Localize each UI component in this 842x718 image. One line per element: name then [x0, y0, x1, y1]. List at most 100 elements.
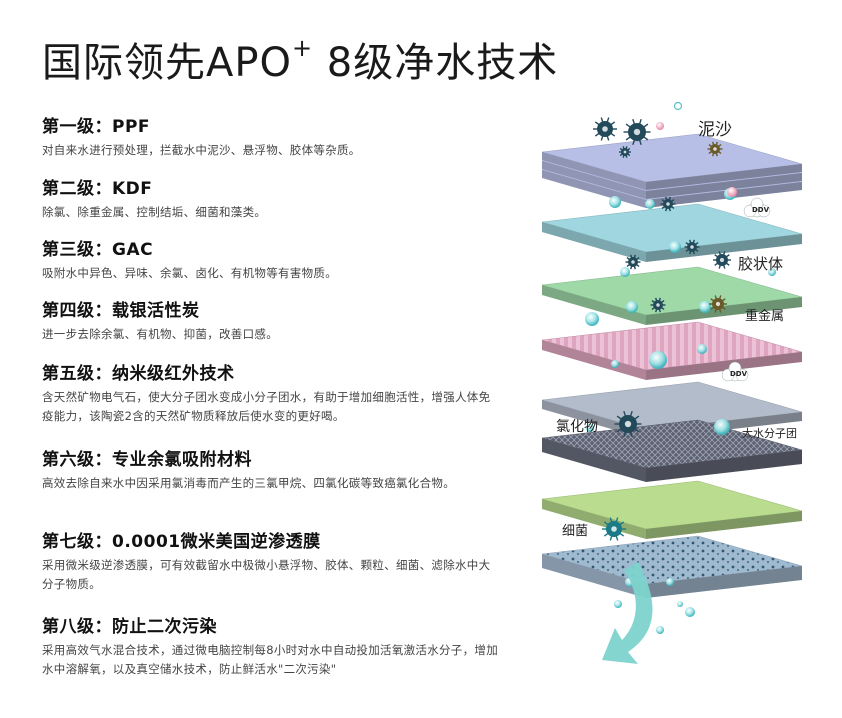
label-ddv-2: DDV — [730, 370, 748, 378]
particle-highlight — [631, 260, 635, 264]
layer-right-edge — [646, 297, 802, 325]
colloid-particle — [625, 254, 641, 270]
level-heading: 第八级：防止二次污染 — [42, 617, 217, 637]
level-heading: 第四级：载银活性炭 — [42, 301, 200, 321]
label-chloride: 氯化物 — [556, 419, 598, 435]
water-molecule-bubble — [768, 268, 776, 276]
label-ddv-1: DDV — [752, 206, 770, 214]
particle-highlight — [690, 245, 694, 249]
layer-right-edge — [646, 234, 802, 262]
filter-layer-3 — [541, 266, 803, 325]
particle-highlight — [602, 126, 608, 132]
water-molecule-bubble — [611, 360, 619, 368]
level-description: 对自来水进行预处理，拦截水中泥沙、悬浮物、胶体等杂质。 — [42, 143, 361, 157]
particle-highlight — [611, 526, 617, 532]
cloud-lobe — [750, 197, 764, 211]
level-5: 第五级：纳米级红外技术 含天然矿物电气石，使大分子团水变成小分子团水，有助于增加… — [42, 359, 502, 426]
colloid-particle — [684, 239, 700, 255]
level-8: 第八级：防止二次污染 采用高效气水混合技术，通过微电脑控制每8小时对水中自动投加… — [42, 612, 502, 679]
ddv-cloud — [743, 197, 771, 218]
water-molecule-bubble — [714, 419, 730, 435]
layer-right-edge — [646, 566, 802, 598]
level-description: 含天然矿物电气石，使大分子团水变成小分子团水，有助于增加细胞活性，增强人体免疫能… — [42, 390, 491, 423]
title-superscript: + — [291, 33, 314, 62]
label-heavy-metal: 重金属 — [745, 308, 784, 324]
level-7: 第七级：0.0001微米美国逆渗透膜 采用微米级逆渗透膜，可有效截留水中极微小悬… — [42, 527, 502, 594]
water-molecule-bubble — [620, 267, 630, 277]
particle-highlight — [719, 257, 725, 263]
particle-highlight — [623, 150, 627, 154]
layer-right-edge — [646, 352, 802, 380]
particle-highlight — [633, 128, 641, 136]
level-4: 第四级：载银活性炭 进一步去除余氯、有机物、抑菌，改善口感。 — [42, 296, 502, 344]
layer-right-edge — [646, 164, 802, 190]
title-main: 国际领先APO — [42, 40, 292, 86]
level-description: 采用微米级逆渗透膜，可有效截留水中极微小悬浮物、胶体、颗粒、细菌、滤除水中大分子… — [42, 558, 491, 591]
chloride-particle — [614, 410, 642, 438]
water-molecule-bubble — [685, 607, 695, 617]
level-description: 除氯、除重金属、控制结垢、细菌和藻类。 — [42, 205, 267, 219]
layer-right-edge — [646, 450, 802, 482]
level-1: 第一级：PPF 对自来水进行预处理，拦截水中泥沙、悬浮物、胶体等杂质。 — [42, 112, 502, 160]
filter-layers-svg: 泥沙 胶状体 重金属 氯化物 大水分子团 细菌 DDV DDV — [541, 101, 803, 664]
level-description: 采用高效气水混合技术，通过微电脑控制每8小时对水中自动投加活氧激活水分子，增加水… — [42, 643, 499, 676]
clean-water-arrow — [602, 562, 653, 664]
water-molecule-bubble — [656, 122, 664, 130]
layer-left-edge — [542, 340, 646, 380]
level-heading: 第三级：GAC — [42, 240, 154, 260]
level-6: 第六级：专业余氯吸附材料 高效去除自来水中因采用氯消毒而产生的三氯甲烷、四氯化碳… — [42, 445, 502, 493]
colloid-particle — [660, 196, 676, 212]
sand-particle — [619, 146, 631, 158]
contaminant-particles — [585, 101, 776, 634]
level-heading: 第一级：PPF — [42, 117, 151, 137]
level-2: 第二级：KDF 除氯、除重金属、控制结垢、细菌和藻类。 — [42, 174, 502, 222]
sand-particle — [623, 118, 651, 146]
layer-left-edge — [542, 222, 646, 262]
label-sand: 泥沙 — [698, 120, 732, 140]
layer-left-edge — [542, 554, 646, 598]
label-bacteria: 细菌 — [562, 524, 588, 539]
layer-left-edge — [542, 152, 646, 190]
water-molecule-bubble — [585, 312, 599, 326]
water-molecule-bubble — [656, 626, 664, 634]
heavy-metal-particle — [709, 295, 727, 313]
water-molecule-bubble — [697, 344, 707, 354]
particle-highlight — [624, 420, 632, 428]
filter-layer-2 — [541, 203, 803, 262]
heavy-metal-particle — [650, 297, 666, 313]
title-rest: 8级净水技术 — [313, 40, 559, 86]
water-molecule-bubble — [669, 241, 681, 253]
level-heading: 第二级：KDF — [42, 179, 153, 199]
particle-highlight — [713, 147, 717, 151]
particle-highlight — [666, 202, 670, 206]
label-colloid: 胶状体 — [738, 255, 783, 273]
sand-particle — [593, 117, 617, 141]
water-molecule-bubble — [586, 424, 594, 432]
level-description: 吸附水中异色、异味、余氯、卤化、有机物等有害物质。 — [42, 266, 337, 280]
layer-left-edge — [542, 161, 646, 199]
water-molecule-bubble — [645, 199, 655, 209]
filter-layer-4 — [541, 321, 803, 380]
label-large-molecule: 大水分子团 — [742, 426, 797, 440]
filter-layers — [541, 133, 803, 598]
level-heading: 第五级：纳米级红外技术 — [42, 364, 235, 384]
bacteria-particle — [602, 517, 626, 541]
layer-left-edge — [542, 438, 646, 482]
layer-right-edge — [646, 173, 802, 199]
filter-layer-6 — [541, 419, 803, 482]
level-description: 高效去除自来水中因采用氯消毒而产生的三氯甲烷、四氯化碳等致癌氯化合物。 — [42, 476, 455, 490]
water-molecule-bubble — [614, 600, 622, 608]
water-molecule-bubble — [699, 301, 711, 313]
particle-highlight — [656, 303, 660, 307]
level-heading: 第七级：0.0001微米美国逆渗透膜 — [42, 532, 321, 552]
water-molecule-bubble — [666, 578, 674, 586]
water-molecule-bubble — [609, 196, 621, 208]
level-3: 第三级：GAC 吸附水中异色、异味、余氯、卤化、有机物等有害物质。 — [42, 235, 502, 283]
page-title: 国际领先APO+ 8级净水技术 — [42, 30, 558, 88]
particle-highlight — [715, 301, 721, 307]
water-molecule-bubble — [673, 101, 683, 111]
layer-left-edge — [542, 285, 646, 325]
sand-particle — [707, 141, 723, 157]
layer-left-edge — [542, 170, 646, 208]
filter-layer-8 — [541, 535, 803, 598]
